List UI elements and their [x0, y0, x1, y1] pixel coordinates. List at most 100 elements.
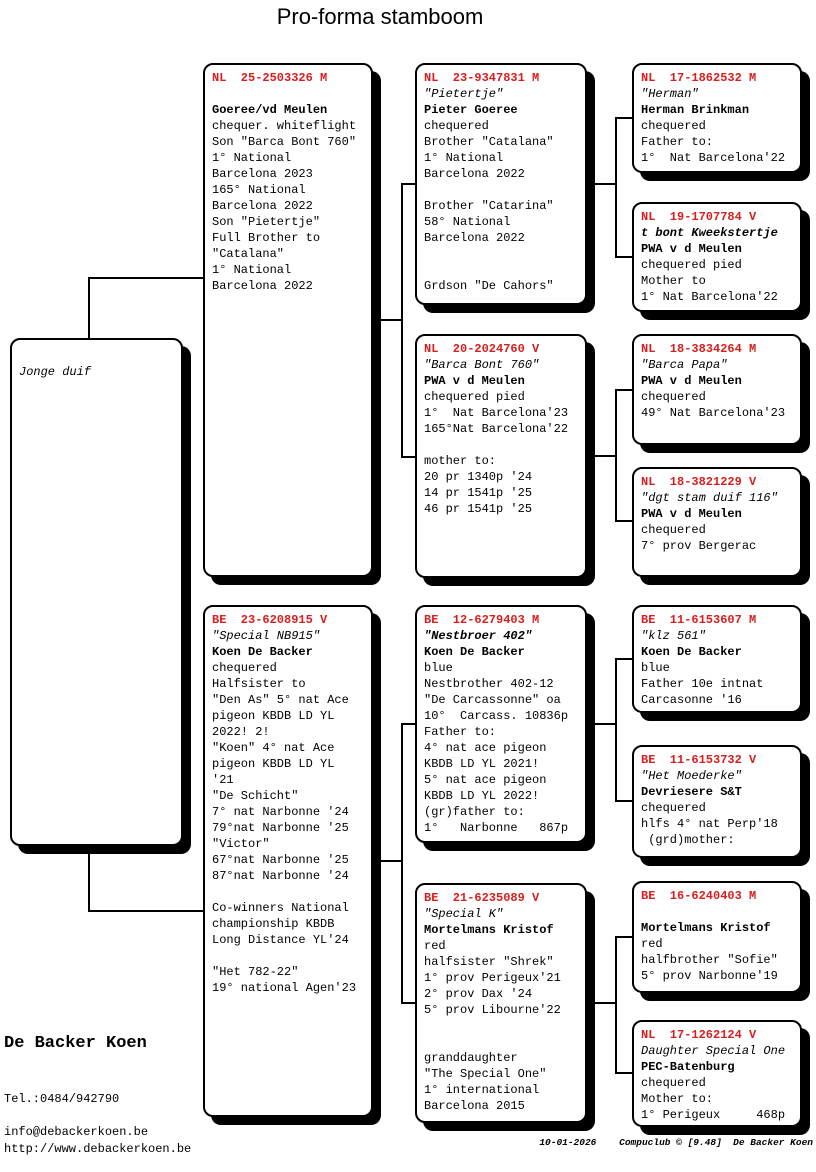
connector-line — [615, 936, 633, 938]
text-line: Barcelona 2022 — [212, 279, 313, 293]
text-line: Co-winners National — [212, 901, 349, 915]
text-line — [212, 948, 367, 964]
text-line: Barcelona 2022 — [424, 231, 525, 245]
text-line: "Het Moederke" — [641, 769, 742, 783]
ring-number: NL 17-1862532 M — [641, 71, 757, 85]
text-line: "Koen" 4° nat Ace — [212, 741, 335, 755]
pedigree-box-sire-dam[interactable]: NL 20-2024760 V "Barca Bont 760"PWA v d … — [415, 334, 587, 578]
text-line: 2022! 2! — [212, 725, 270, 739]
contact-website[interactable]: http://www.debackerkoen.be — [4, 1142, 192, 1156]
connector-line — [372, 860, 403, 862]
ring-number: BE 12-6279403 M — [424, 613, 540, 627]
connector-line — [88, 845, 90, 912]
text-line: chequered — [641, 523, 706, 537]
connector-line — [401, 183, 403, 458]
connector-line — [401, 1002, 415, 1004]
text-line: Barcelona 2015 — [424, 1099, 525, 1113]
text-line: 20 pr 1340p '24 — [424, 470, 533, 484]
text-line: "Herman" — [641, 87, 699, 101]
ring-number: BE 11-6153732 V — [641, 753, 757, 767]
pedigree-box-ggp-3[interactable]: NL 18-3834264 M "Barca Papa"PWA v d Meul… — [632, 334, 802, 445]
text-line: chequered — [212, 661, 277, 675]
text-line: 1° National — [424, 151, 504, 165]
text-line: Mother to: — [641, 1092, 714, 1106]
text-line: 14 pr 1541p '25 — [424, 486, 533, 500]
text-line: Brother "Catarina" — [424, 199, 554, 213]
text-line: Long Distance YL'24 — [212, 933, 349, 947]
text-line: 165° National — [212, 183, 306, 197]
ring-number: BE 16-6240403 M — [641, 889, 757, 903]
text-line: "The Special One" — [424, 1067, 547, 1081]
text-line: chequered — [641, 801, 706, 815]
text-line: 87°nat Narbonne '24 — [212, 869, 349, 883]
text-line: "De Carcassonne" oa — [424, 693, 561, 707]
pedigree-box-sire-sire[interactable]: NL 23-9347831 M "Pietertje"Pieter Goeree… — [415, 63, 587, 305]
connector-line — [615, 389, 617, 522]
text-line: 2° prov Dax '24 — [424, 987, 533, 1001]
text-line: blue — [641, 661, 670, 675]
text-line: championship KBDB — [212, 917, 335, 931]
contact-name: De Backer Koen — [4, 1034, 147, 1053]
pedigree-box-dam-sire[interactable]: BE 12-6279403 M "Nestbroer 402"Koen De B… — [415, 605, 587, 843]
text-line: halfsister "Shrek" — [424, 955, 554, 969]
pedigree-box-dam[interactable]: BE 23-6208915 V "Special NB915"Koen De B… — [203, 605, 373, 1117]
connector-line — [401, 183, 415, 185]
connector-line — [586, 183, 617, 185]
connector-line — [401, 723, 415, 725]
ring-number: NL 25-2503326 M — [212, 71, 328, 85]
text-line: chequer. whiteflight — [212, 119, 357, 133]
contact-email[interactable]: info@debackerkoen.be — [4, 1125, 149, 1139]
text-line: PWA v d Meulen — [641, 374, 742, 388]
footer-credit: 10-01-2026 Compuclub © [9.48] De Backer … — [539, 1137, 813, 1148]
text-line: 46 pr 1541p '25 — [424, 502, 533, 516]
ring-number: NL 19-1707784 V — [641, 210, 757, 224]
text-line: "Special K" — [424, 907, 504, 921]
text-line: Father to: — [641, 135, 714, 149]
connector-line — [88, 910, 204, 912]
text-line: 67°nat Narbonne '25 — [212, 853, 349, 867]
text-line: Herman Brinkman — [641, 103, 750, 117]
text-line: KBDB LD YL 2021! — [424, 757, 540, 771]
text-line: 5° nat ace pigeon — [424, 773, 547, 787]
text-line: 7° prov Bergerac — [641, 539, 757, 553]
text-line — [424, 246, 581, 262]
text-line: 19° national Agen'23 — [212, 981, 357, 995]
text-line: halfbrother "Sofie" — [641, 953, 778, 967]
pedigree-box-ggp-4[interactable]: NL 18-3821229 V "dgt stam duif 116"PWA v… — [632, 467, 802, 577]
ring-number: NL 23-9347831 M — [424, 71, 540, 85]
connector-line — [88, 277, 90, 339]
text-line: pigeon KBDB LD YL — [212, 757, 335, 771]
text-line: Mother to — [641, 274, 706, 288]
connector-line — [615, 1072, 633, 1074]
pedigree-box-ggp-6[interactable]: BE 11-6153732 V "Het Moederke"Devriesere… — [632, 745, 802, 858]
pedigree-box-dam-dam[interactable]: BE 21-6235089 V "Special K"Mortelmans Kr… — [415, 883, 587, 1123]
text-line: 49° Nat Barcelona'23 — [641, 406, 786, 420]
text-line: Father to: — [424, 725, 497, 739]
text-line: Son "Pietertje" — [212, 215, 321, 229]
text-line: "Barca Bont 760" — [424, 358, 540, 372]
connector-line — [615, 800, 633, 802]
subject-box[interactable]: Jonge duif — [10, 338, 183, 846]
text-line: "Victor" — [212, 837, 270, 851]
subject-label: Jonge duif — [19, 365, 92, 379]
text-line: "Special NB915" — [212, 629, 321, 643]
text-line: 165°Nat Barcelona'22 — [424, 422, 569, 436]
text-line: Koen De Backer — [424, 645, 525, 659]
text-line: 79°nat Narbonne '25 — [212, 821, 349, 835]
